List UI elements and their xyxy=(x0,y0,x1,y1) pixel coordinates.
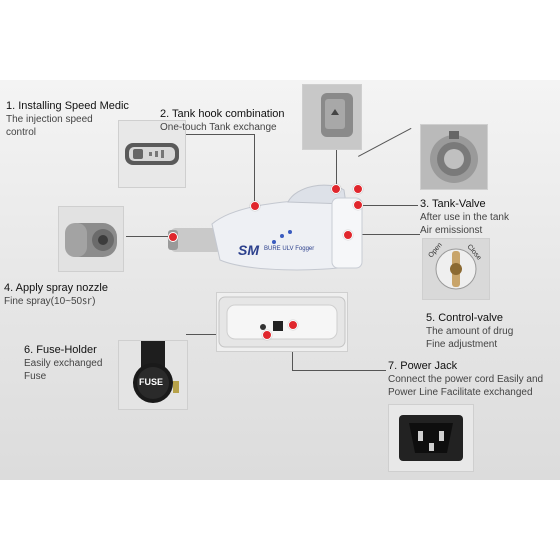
marker-1 xyxy=(250,201,260,211)
callout-4: 4. Apply spray nozzle Fine spray(10~50㏛) xyxy=(4,282,108,308)
callout-7-desc-1: Connect the power cord Easily and xyxy=(388,374,544,385)
callout-6-title: 6. Fuse-Holder xyxy=(24,344,97,356)
callout-4-title: 4. Apply spray nozzle xyxy=(4,282,108,294)
callout-5: 5. Control-valve The amount of drug Fine… xyxy=(426,312,513,351)
callout-6-desc-1: Easily exchanged xyxy=(24,358,103,369)
fogger-device: SM BURE ULV Fogger xyxy=(168,172,368,282)
callout-1-desc-2: control xyxy=(6,127,37,138)
callout-5-desc-1: The amount of drug xyxy=(426,326,514,337)
speed-control-photo xyxy=(118,120,186,188)
connector-line-7b xyxy=(292,370,386,371)
callout-1-title: 1. Installing Speed Medic xyxy=(6,100,129,112)
marker-5 xyxy=(343,230,353,240)
callout-7: 7. Power Jack Connect the power cord Eas… xyxy=(388,360,543,399)
marker-4 xyxy=(168,232,178,242)
marker-6 xyxy=(262,330,272,340)
callout-7-desc-2: Power Line Facilitate exchanged xyxy=(388,387,533,398)
callout-5-desc-2: Fine adjustment xyxy=(426,339,498,350)
callout-1-desc-1: The injection speed xyxy=(6,114,93,125)
callout-6: 6. Fuse-Holder Easily exchanged Fuse xyxy=(24,344,102,383)
device-model: BURE ULV Fogger xyxy=(264,246,315,252)
marker-2 xyxy=(331,184,341,194)
callout-3-desc-1: After use in the tank xyxy=(420,212,509,223)
device-brand: SM xyxy=(238,242,259,258)
callout-2: 2. Tank hook combination One-touch Tank … xyxy=(160,108,285,134)
callout-3-desc-2: Air emissionst xyxy=(420,225,483,236)
callout-2-desc-1: One-touch Tank exchange xyxy=(160,122,277,133)
device-bottom-photo xyxy=(216,292,348,352)
callout-4-desc-1: Fine spray(10~50㏛) xyxy=(4,296,96,307)
connector-line-1b xyxy=(254,134,255,206)
callout-7-title: 7. Power Jack xyxy=(388,360,458,372)
control-valve-photo: Open Close xyxy=(422,238,490,300)
power-jack-photo xyxy=(388,404,474,472)
marker-7 xyxy=(288,320,298,330)
spray-nozzle-photo xyxy=(58,206,124,272)
callout-1: 1. Installing Speed Medic The injection … xyxy=(6,100,129,139)
fuse-holder-photo: FUSE xyxy=(118,340,188,410)
callout-3: 3. Tank-Valve After use in the tank Air … xyxy=(420,198,509,237)
tank-hook-photo xyxy=(302,84,362,150)
fuse-label: FUSE xyxy=(139,377,164,387)
connector-line-5 xyxy=(348,234,420,235)
tank-valve-photo xyxy=(420,124,488,190)
connector-line-4 xyxy=(126,236,172,237)
connector-line-2 xyxy=(336,120,337,186)
callout-5-title: 5. Control-valve xyxy=(426,312,504,324)
connector-line-3b xyxy=(358,205,418,206)
marker-3b xyxy=(353,200,363,210)
callout-6-desc-2: Fuse xyxy=(24,371,47,382)
callout-2-title: 2. Tank hook combination xyxy=(160,108,285,120)
connector-line-1 xyxy=(186,134,254,135)
callout-3-title: 3. Tank-Valve xyxy=(420,198,486,210)
marker-3a xyxy=(353,184,363,194)
